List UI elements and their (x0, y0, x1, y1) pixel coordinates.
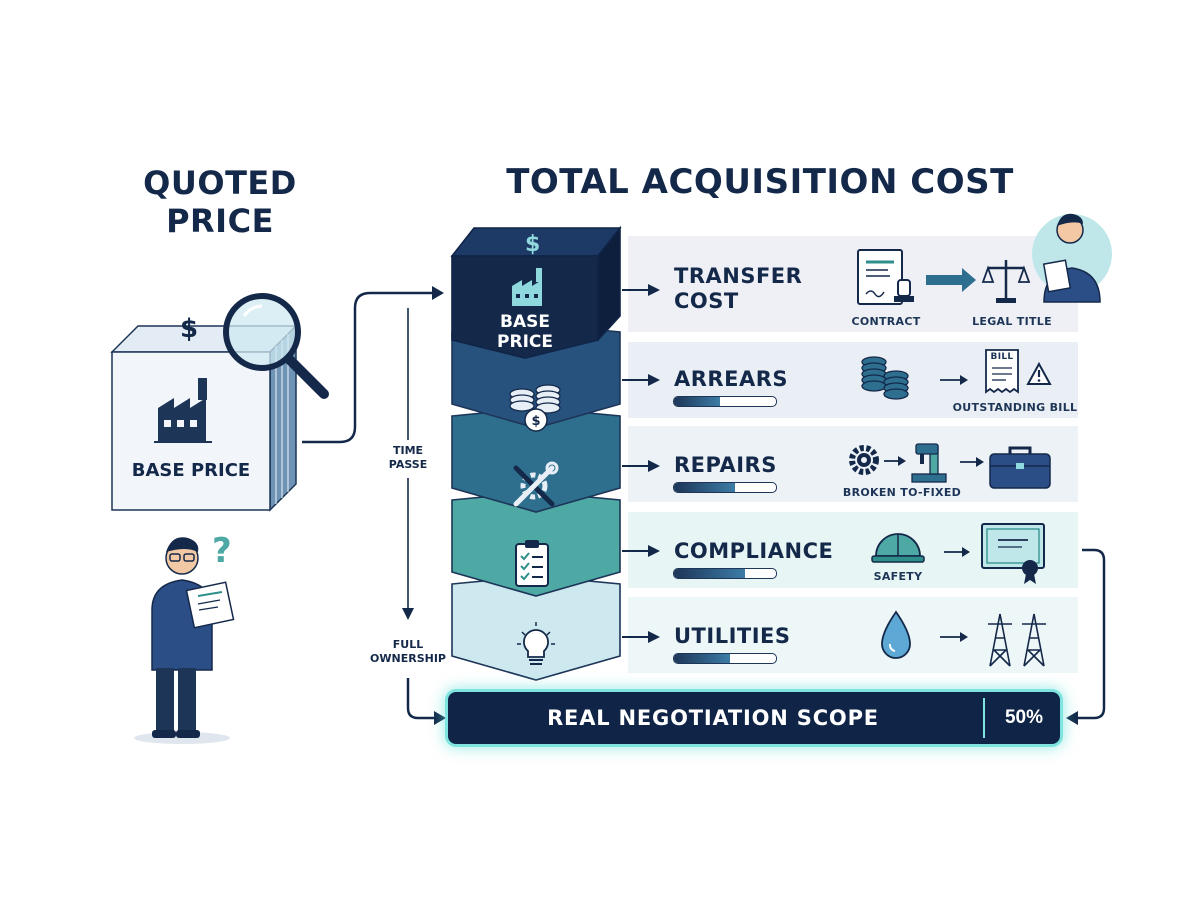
row-label-transfer-line1: TRANSFER (674, 264, 803, 288)
tools-icon (513, 461, 559, 507)
timeline-start-line2: PASSE (388, 458, 428, 471)
caption-outstanding-bill: OUTSTANDING BILL (952, 401, 1078, 414)
progress-fill-arrears (674, 397, 720, 406)
negotiation-scope-divider (983, 698, 985, 738)
arrow-icon (940, 375, 968, 385)
bill-label: BILL (990, 352, 1014, 362)
arrow-icon (940, 632, 968, 642)
scales-icon (981, 260, 1031, 303)
caption-broken-to-fixed: BROKEN TO-FIXED (842, 486, 962, 499)
stack-top-label-line2: PRICE (497, 332, 553, 352)
row-label-transfer-line2: COST (674, 289, 739, 313)
person-icon (134, 537, 235, 744)
stack-top-label: BASE PRICE (452, 312, 598, 352)
water-drop-icon (881, 610, 911, 659)
person-icon (1032, 213, 1112, 303)
row-bg-transfer (628, 236, 1078, 332)
caption-contract: CONTRACT (851, 315, 921, 328)
progress-bar-utilities (673, 653, 777, 664)
certificate-icon (981, 523, 1045, 584)
machine-icon (911, 443, 947, 483)
bill-icon (985, 349, 1019, 394)
hardhat-icon (871, 533, 925, 563)
toolbox-icon (989, 446, 1051, 489)
warning-icon (1026, 361, 1052, 385)
timeline-end-line2: OWNERSHIP (370, 652, 446, 665)
coins-icon (861, 356, 909, 400)
row-label-utilities: UTILITIES (674, 624, 791, 648)
arrow-icon (884, 456, 906, 466)
coins-icon: $ (509, 384, 561, 432)
arrow-icon (960, 457, 984, 467)
clipboard-icon (515, 540, 549, 587)
gear-icon (849, 445, 879, 475)
lightbulb-icon (517, 622, 555, 665)
power-tower-icon (988, 613, 1046, 667)
timeline-end-line1: FULL (392, 638, 424, 651)
negotiation-scope-bar: REAL NEGOTIATION SCOPE 50% (448, 692, 1060, 744)
stack-block-base-price (450, 225, 622, 359)
factory-icon (512, 268, 542, 306)
row-label-compliance: COMPLIANCE (674, 539, 834, 563)
arrow-icon (926, 268, 976, 292)
row-label-transfer: TRANSFER COST (674, 264, 802, 314)
base-price-box-label: BASE PRICE (131, 460, 251, 481)
quoted-price-title: QUOTED PRICE (143, 164, 297, 240)
row-label-repairs: REPAIRS (674, 453, 777, 477)
progress-fill-utilities (674, 654, 731, 663)
contract-icon (857, 249, 914, 305)
progress-bar-repairs (673, 482, 777, 493)
progress-fill-compliance (674, 569, 746, 578)
stack-top-symbol: $ (525, 232, 541, 257)
progress-bar-arrears (673, 396, 777, 407)
progress-bar-compliance (673, 568, 777, 579)
stack-top-label-line1: BASE (500, 312, 550, 332)
factory-icon (154, 378, 212, 443)
svg-text:$: $ (531, 414, 540, 429)
negotiation-scope-value: 50% (1004, 707, 1044, 728)
row-arrows (622, 284, 660, 643)
magnifier-icon (223, 293, 329, 399)
svg-text:?: ? (212, 531, 232, 571)
negotiation-scope-label: REAL NEGOTIATION SCOPE (547, 706, 879, 730)
progress-fill-repairs (674, 483, 736, 492)
total-acquisition-cost-title: TOTAL ACQUISITION COST (506, 162, 1014, 202)
timeline-end-label: FULL OWNERSHIP (366, 638, 450, 666)
caption-legal-title: LEGAL TITLE (972, 315, 1052, 328)
arrow-icon (944, 547, 970, 557)
caption-safety: SAFETY (873, 570, 923, 583)
timeline-start-line1: TIME (392, 444, 424, 457)
question-mark-icon: ? (212, 531, 232, 571)
row-label-arrears: ARREARS (674, 367, 788, 391)
timeline-start-label: TIME PASSE (380, 444, 436, 472)
base-price-box-symbol: $ (180, 314, 199, 344)
